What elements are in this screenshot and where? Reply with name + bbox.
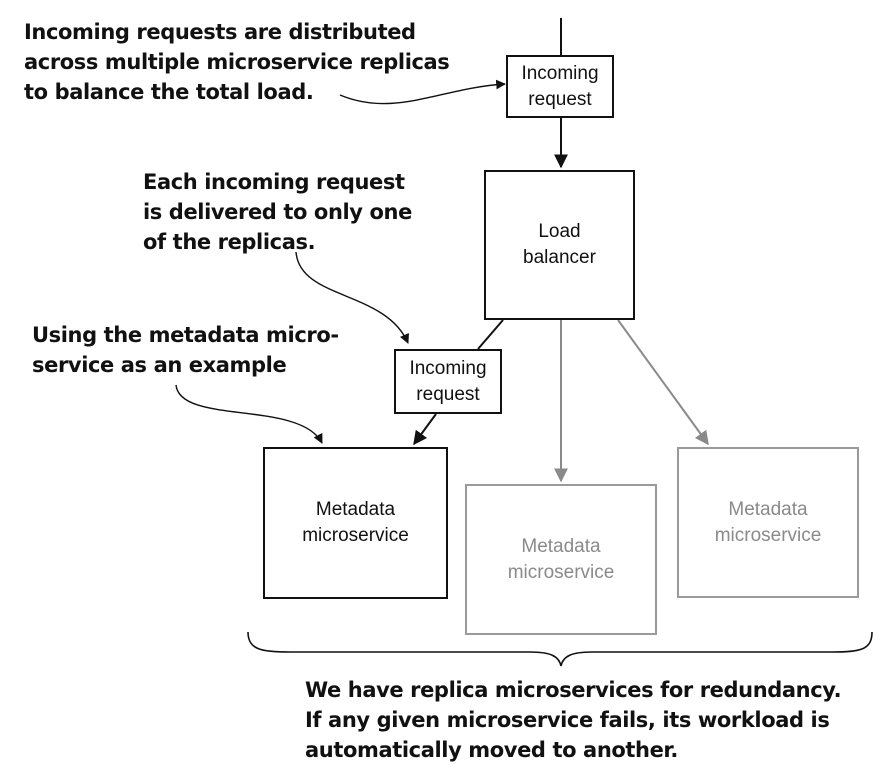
node-label: request xyxy=(528,88,592,110)
annotation-line: We have replica microservices for redund… xyxy=(305,678,842,702)
annotation-line: service as an example xyxy=(32,353,287,377)
annotation-line: Using the metadata micro- xyxy=(32,323,339,347)
annotation-line: of the replicas. xyxy=(143,230,316,254)
node-label: microservice xyxy=(507,561,615,583)
annotation-line: automatically moved to another. xyxy=(305,738,678,762)
node-label: Metadata xyxy=(728,498,808,520)
annotation-line: is delivered to only one xyxy=(143,200,412,224)
incoming-request-node-top: Incoming request xyxy=(506,55,614,118)
metadata-microservice-replica-1: Metadata microservice xyxy=(465,484,657,635)
node-label: Metadata xyxy=(521,535,601,557)
metadata-microservice-replica-2: Metadata microservice xyxy=(677,447,859,598)
annotation-line: Each incoming request xyxy=(143,170,405,194)
node-label: Load xyxy=(538,221,581,242)
node-label: microservice xyxy=(302,525,409,546)
annotation-example: Using the metadata micro- service as an … xyxy=(32,320,339,380)
node-label: Incoming xyxy=(521,62,599,84)
annotation-line: Incoming requests are distributed xyxy=(24,20,416,44)
annotation-line: to balance the total load. xyxy=(24,80,314,104)
node-label: microservice xyxy=(714,524,822,546)
callout-curve-single-delivery xyxy=(295,251,409,344)
load-balancer-node: Load balancer xyxy=(484,170,635,320)
flow-arrow-to-replica-2 xyxy=(617,319,709,446)
annotation-single-delivery: Each incoming request is delivered to on… xyxy=(143,167,412,257)
node-label: Metadata xyxy=(315,499,396,520)
replica-group-brace xyxy=(247,631,873,667)
annotation-line: If any given microservice fails, its wor… xyxy=(305,708,830,732)
annotation-redundancy: We have replica microservices for redund… xyxy=(305,675,842,765)
node-label: request xyxy=(416,383,480,405)
flow-arrow-to-active-service xyxy=(413,413,437,446)
metadata-microservice-active: Metadata microservice xyxy=(263,447,448,599)
flow-line-lb-to-request xyxy=(477,319,504,350)
node-label: balancer xyxy=(523,247,596,268)
annotation-distribution: Incoming requests are distributed across… xyxy=(24,17,450,107)
callout-curve-example xyxy=(175,384,323,444)
node-label: Incoming xyxy=(409,357,487,379)
callout-curve-distribution xyxy=(339,79,506,105)
incoming-request-node-mid: Incoming request xyxy=(394,349,502,414)
annotation-line: across multiple microservice replicas xyxy=(24,50,450,74)
